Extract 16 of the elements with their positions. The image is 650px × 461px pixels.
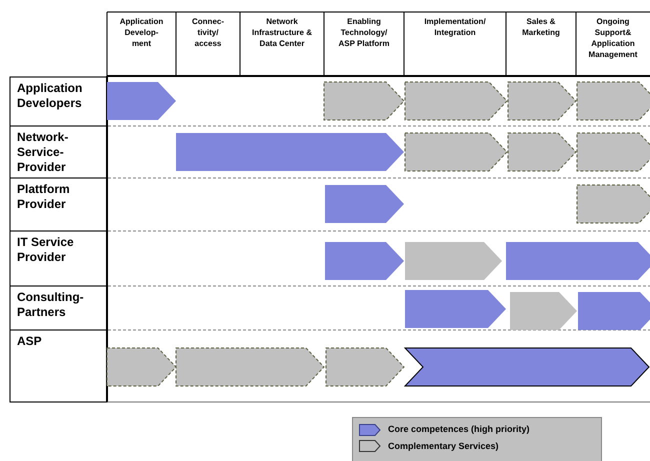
column-header: Connec- tivity/ access [191, 16, 225, 49]
column-header: Implementation/ Integration [423, 16, 487, 38]
column-header: Network Infrastructure & Data Center [250, 16, 313, 49]
row-header: ASP [17, 334, 43, 349]
row-header: Plattform Provider [17, 182, 71, 212]
column-header: Application Develop- ment [118, 16, 164, 49]
column-header: Sales & Marketing [521, 16, 561, 38]
row-header: Network- Service- Provider [17, 130, 70, 175]
column-header: Ongoing Support& Application Management [588, 16, 638, 60]
row-header: Consulting- Partners [17, 290, 85, 320]
legend-label: Complementary Services) [388, 440, 499, 453]
column-header: Enabling Technology/ ASP Platform [338, 16, 390, 49]
legend-label: Core competences (high priority) [388, 423, 530, 436]
row-header: Application Developers [17, 81, 84, 111]
row-header: IT Service Provider [17, 235, 75, 265]
core-competence-chevron [404, 348, 650, 386]
